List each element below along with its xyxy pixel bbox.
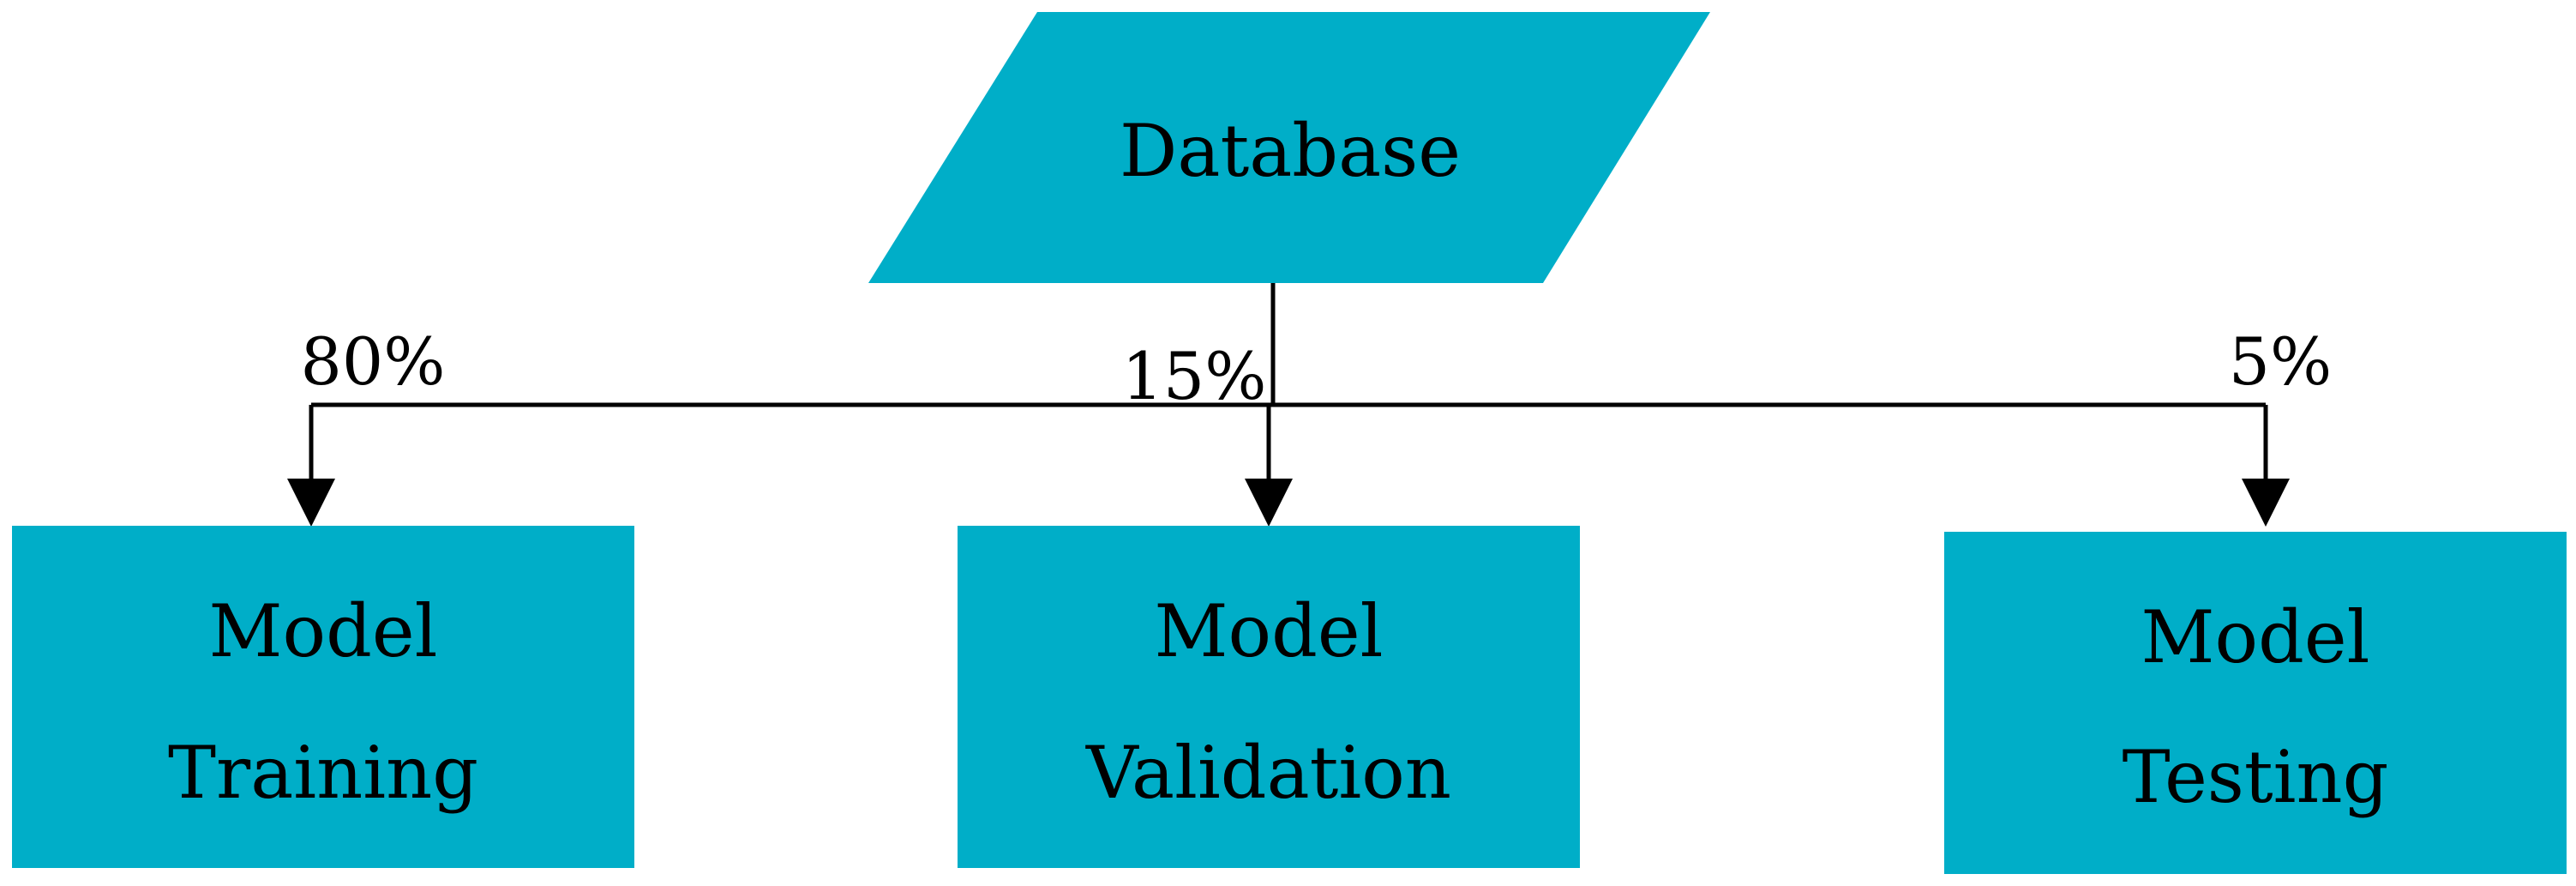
model-testing-box xyxy=(1944,532,2567,874)
arrowhead-training xyxy=(287,479,335,527)
model-validation-box xyxy=(958,526,1580,868)
percent-label-training: 80% xyxy=(301,323,446,400)
model-training-box xyxy=(12,526,634,868)
percent-label-validation: 15% xyxy=(1122,338,1267,414)
model-testing-line1: Model xyxy=(2141,595,2370,679)
database-shape xyxy=(868,12,1710,283)
model-validation-line1: Model xyxy=(1155,589,1384,673)
database-label: Database xyxy=(1120,109,1461,193)
arrowhead-validation xyxy=(1245,479,1293,527)
model-training-line2: Training xyxy=(168,731,478,815)
model-testing-line2: Testing xyxy=(2123,735,2389,819)
model-validation-node: Model Validation xyxy=(958,526,1580,868)
model-training-node: Model Training xyxy=(12,526,634,868)
database-node: Database xyxy=(868,12,1710,283)
percent-label-testing: 5% xyxy=(2229,323,2333,400)
arrowhead-testing xyxy=(2242,479,2290,527)
model-testing-node: Model Testing xyxy=(1944,532,2567,874)
model-validation-line2: Validation xyxy=(1085,731,1451,815)
connectors xyxy=(287,283,2290,527)
model-training-line1: Model xyxy=(209,589,438,673)
